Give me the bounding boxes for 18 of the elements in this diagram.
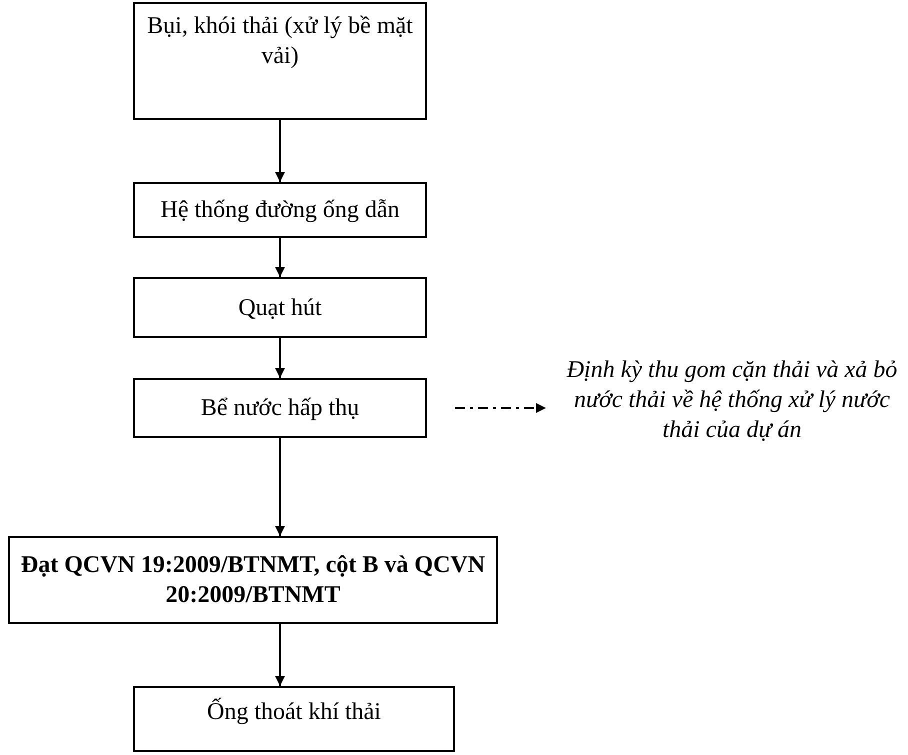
process-box — [8, 536, 498, 624]
arrow — [275, 238, 285, 277]
process-box — [133, 686, 455, 752]
process-box — [133, 2, 427, 120]
box-label: Bụi, khói thải (xử lý bề mặt vải) — [146, 12, 414, 71]
arrow — [275, 438, 285, 536]
arrow — [455, 403, 546, 413]
process-box — [133, 378, 427, 438]
box-label: Ống thoát khí thải — [207, 697, 381, 727]
process-box — [133, 182, 427, 238]
box-label: Quạt hút — [238, 294, 322, 322]
box-label: Hệ thống đường ống dẫn — [160, 196, 400, 225]
arrow — [275, 120, 285, 182]
box-label: Đạt QCVN 19:2009/BTNMT, cột B và QCVN 20:2009/BTNMT — [20, 551, 486, 610]
process-box — [133, 277, 427, 338]
arrow — [275, 624, 285, 686]
arrow — [275, 338, 285, 378]
box-label: Bể nước hấp thụ — [200, 394, 360, 423]
